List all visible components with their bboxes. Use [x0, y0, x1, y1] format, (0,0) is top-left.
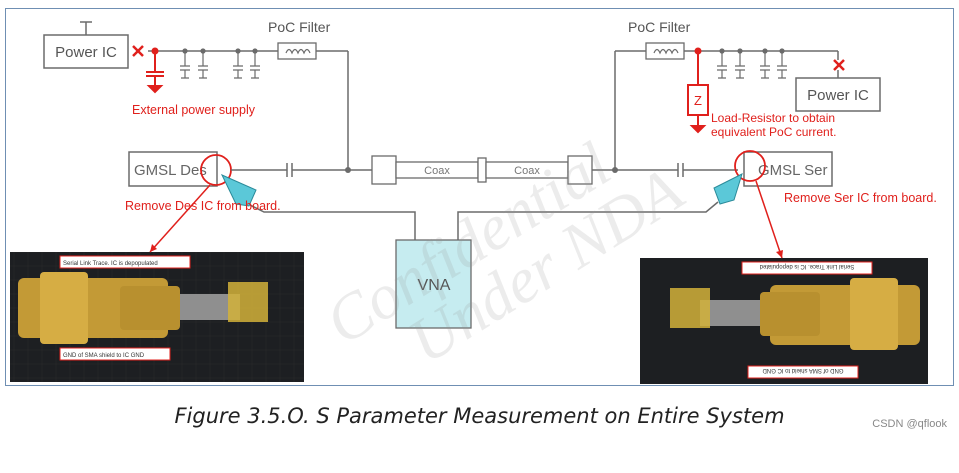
disconnect-x-left-icon — [132, 45, 144, 57]
remove-ser-label: Remove Ser IC from board. — [784, 191, 937, 205]
gmsl-des-label: GMSL Des — [134, 162, 207, 179]
photo-left-bottom-label: GND of SMA shield to IC GND — [63, 353, 145, 359]
caps-right — [717, 48, 787, 79]
caps-left — [180, 48, 260, 79]
photo-left: Serial Link Trace. IC is depopulated GND… — [10, 252, 304, 382]
external-supply-symbol — [146, 51, 164, 94]
figure-caption: Figure 3.5.O. S Parameter Measurement on… — [174, 404, 785, 428]
photo-right: Serial Link Trace. IC is depopulated GND… — [640, 258, 928, 384]
remove-des-label: Remove Des IC from board. — [125, 199, 281, 213]
source-credit: CSDN @qflook — [872, 418, 947, 430]
load-resistor-symbol — [687, 51, 709, 134]
disconnect-x-right-icon — [833, 59, 845, 71]
external-power-label: External power supply — [132, 103, 256, 117]
power-ic-left-label: Power IC — [55, 44, 117, 61]
coax-1-label: Coax — [424, 165, 450, 177]
power-ic-left-box — [43, 34, 129, 69]
system-diagram: Power IC External power supply PoC Filte… — [10, 19, 937, 384]
gmsl-ser-label: GMSL Ser — [758, 162, 827, 179]
photo-right-bottom-label: GND of SMA shield to IC GND — [762, 367, 844, 373]
gmsl-ser-box — [743, 151, 833, 187]
load-resistor-label-1: Load-Resistor to obtain — [711, 111, 835, 125]
gmsl-des-box — [128, 151, 218, 187]
vna-box — [395, 239, 472, 329]
photo-right-top-label: Serial Link Trace. IC is depopulated — [760, 263, 855, 269]
power-ic-right-box — [795, 77, 881, 112]
coax-2-label: Coax — [514, 165, 540, 177]
probe-right-icon — [713, 173, 743, 205]
vna-label: VNA — [418, 277, 451, 294]
z-label: Z — [694, 93, 702, 108]
power-ic-right-label: Power IC — [807, 87, 869, 104]
poc-filter-right-label: PoC Filter — [628, 19, 691, 35]
poc-filter-left-label: PoC Filter — [268, 19, 331, 35]
probe-left-icon — [220, 173, 257, 207]
photo-left-top-label: Serial Link Trace. IC is depopulated — [63, 261, 158, 267]
load-resistor-label-2: equivalent PoC current. — [711, 125, 836, 139]
